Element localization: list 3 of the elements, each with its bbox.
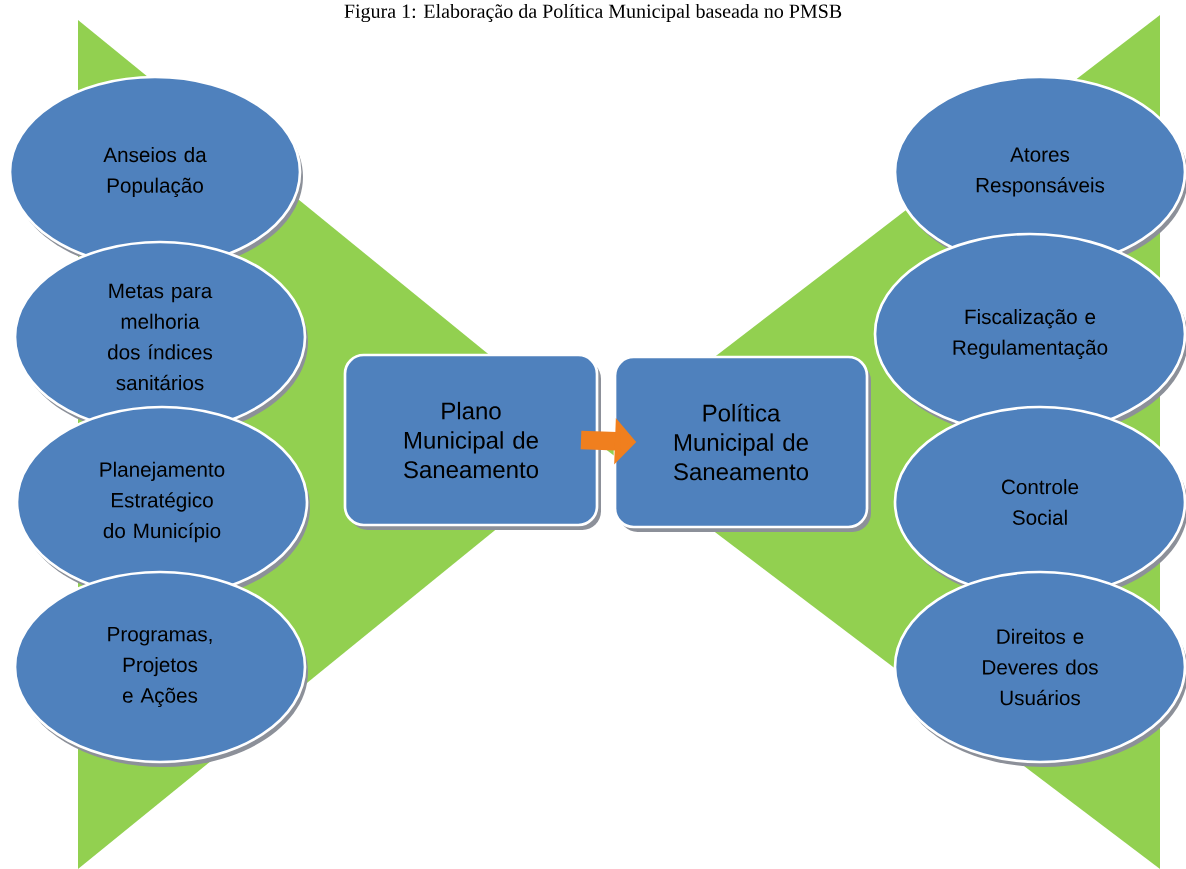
- process-box: Política Municipal de Saneamento: [613, 355, 871, 532]
- figure-title: Figura 1: Elaboração da Política Municipal baseada no PMSB: [344, 3, 842, 23]
- process-box: Plano Municipal de Saneamento: [343, 353, 601, 530]
